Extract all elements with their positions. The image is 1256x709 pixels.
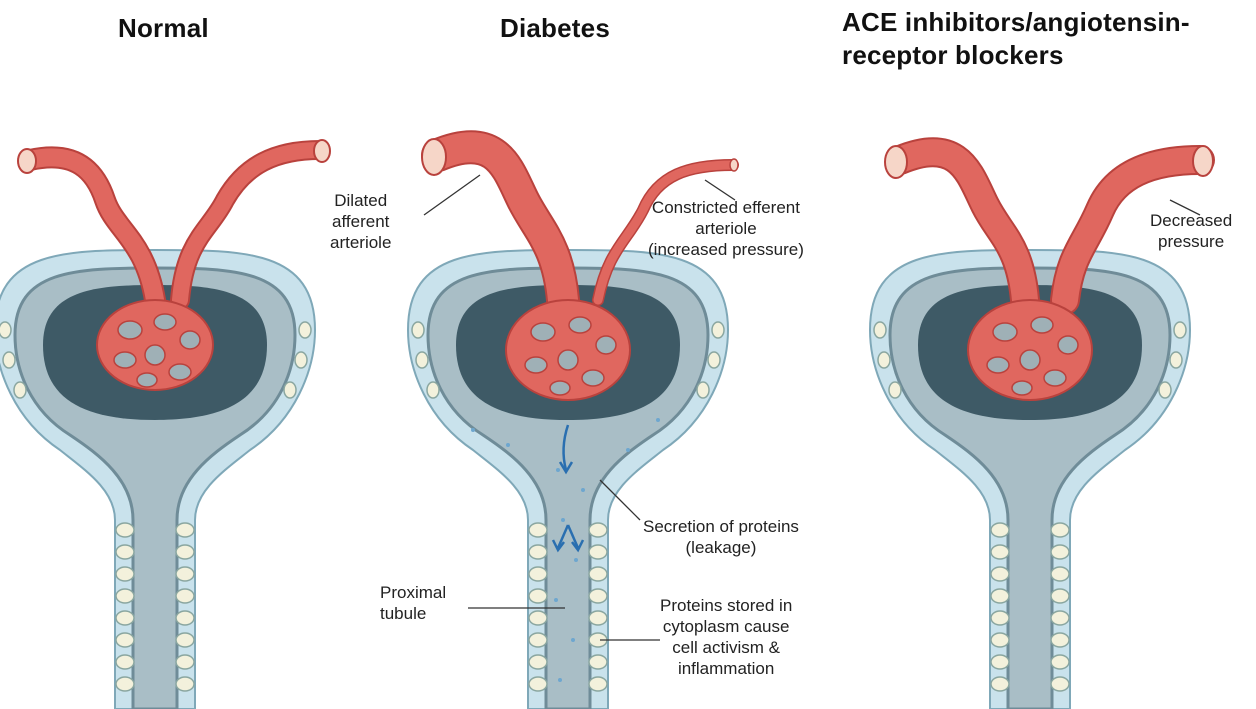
label-line: tubule: [380, 603, 446, 624]
label-dilated-afferent-arteriole: Dilated afferent arteriole: [330, 190, 391, 253]
label-constricted-efferent-arteriole: Constricted efferent arteriole (increase…: [648, 197, 804, 260]
label-line: Constricted efferent: [648, 197, 804, 218]
label-line: (increased pressure): [648, 239, 804, 260]
panel-normal: [0, 140, 330, 709]
label-proteins-stored: Proteins stored in cytoplasm cause cell …: [660, 595, 792, 679]
label-line: Proximal: [380, 582, 446, 603]
label-proximal-tubule: Proximal tubule: [380, 582, 446, 624]
label-line: cell activism &: [660, 637, 792, 658]
label-secretion-of-proteins: Secretion of proteins (leakage): [643, 516, 799, 558]
label-line: Decreased: [1150, 210, 1232, 231]
label-line: Dilated: [330, 190, 391, 211]
label-line: arteriole: [330, 232, 391, 253]
label-decreased-pressure: Decreased pressure: [1150, 210, 1232, 252]
label-line: (leakage): [643, 537, 799, 558]
label-line: arteriole: [648, 218, 804, 239]
label-line: pressure: [1150, 231, 1232, 252]
label-line: inflammation: [660, 658, 792, 679]
label-line: Secretion of proteins: [643, 516, 799, 537]
label-line: cytoplasm cause: [660, 616, 792, 637]
label-line: afferent: [330, 211, 391, 232]
label-line: Proteins stored in: [660, 595, 792, 616]
